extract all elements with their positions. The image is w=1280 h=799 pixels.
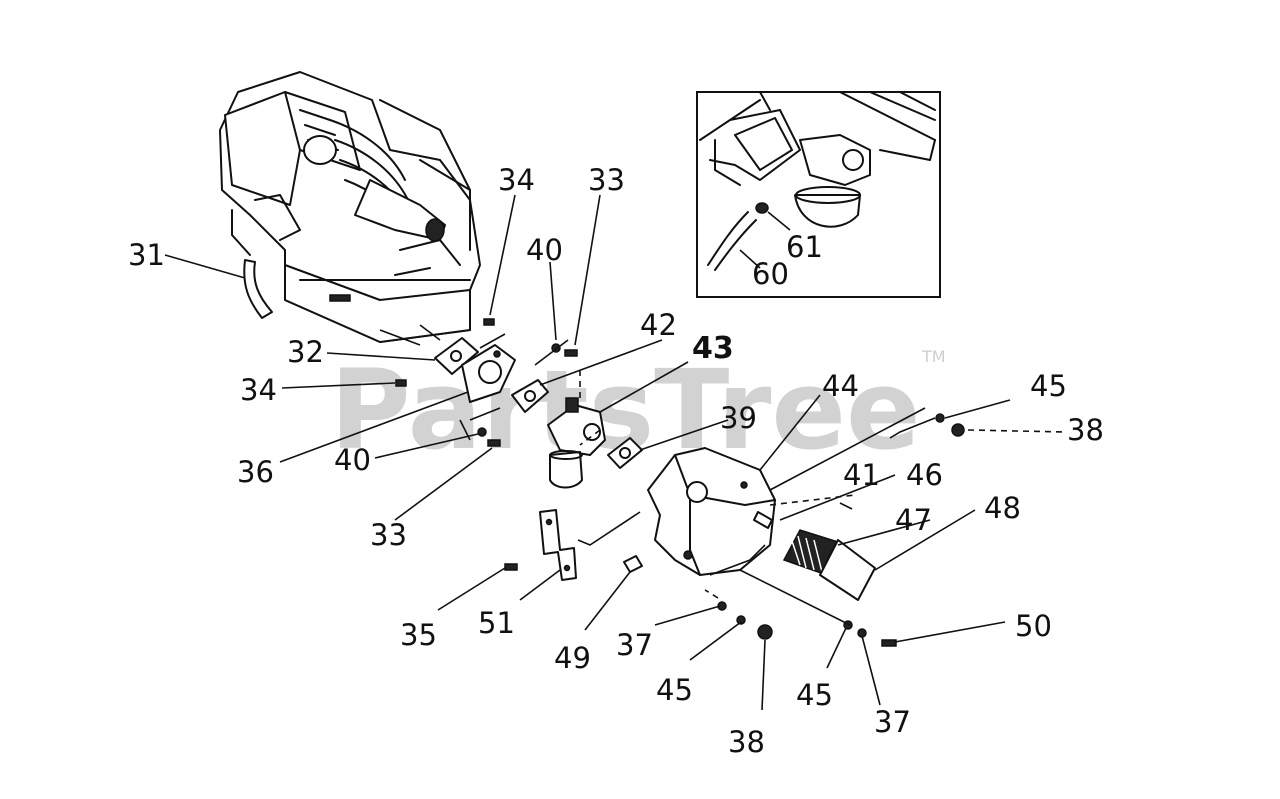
callout-46: 46: [906, 458, 943, 492]
engine-block: [219, 71, 481, 343]
callout-36: 36: [237, 455, 274, 489]
callout-40-top: 40: [526, 233, 563, 267]
part-34-screw-top: [483, 318, 495, 326]
callout-35: 35: [400, 618, 437, 652]
callout-43: 43: [692, 331, 734, 366]
callout-47: 47: [895, 503, 932, 537]
callout-42: 42: [640, 308, 677, 342]
part-31-breather-hose: [231, 209, 273, 319]
callout-37-right: 37: [874, 705, 911, 739]
callout-32: 32: [287, 335, 324, 369]
part-45-washer-bottom-left: [736, 615, 746, 625]
part-46-pin: [839, 502, 853, 510]
callout-labels: 31 32 33 33 34 34 35 36 37 37 38 38 39 4…: [128, 163, 1104, 759]
watermark-trademark: TM: [921, 347, 946, 366]
callout-45-bottom-right: 45: [796, 678, 833, 712]
callout-44: 44: [822, 369, 859, 403]
callout-33-bottom: 33: [370, 518, 407, 552]
callout-37-left: 37: [616, 628, 653, 662]
part-35-screw: [504, 563, 518, 571]
leader-lines: [164, 194, 1011, 711]
callout-50: 50: [1015, 609, 1052, 643]
callout-45-bottom-left: 45: [656, 673, 693, 707]
part-49-nut: [623, 555, 643, 573]
part-43-carburetor: [547, 397, 606, 489]
part-61-clamp: [755, 202, 769, 214]
part-41-clip: [753, 511, 773, 529]
part-38-nut-right: [951, 423, 965, 437]
inset-detail-box: [696, 91, 941, 298]
callout-40-bottom: 40: [334, 443, 371, 477]
callout-38-right: 38: [1067, 413, 1104, 447]
callout-41: 41: [843, 458, 880, 492]
callout-48: 48: [984, 491, 1021, 525]
callout-61: 61: [786, 230, 823, 264]
hardware: [395, 318, 965, 647]
part-40-washer-bottom: [477, 427, 487, 437]
part-48-cover: [819, 539, 876, 601]
callout-31: 31: [128, 238, 165, 272]
part-34-screw-left: [395, 379, 407, 387]
part-44-air-cleaner-base: [647, 447, 776, 576]
part-51-bracket: [539, 509, 577, 581]
callout-33-top: 33: [588, 163, 625, 197]
callout-39: 39: [720, 401, 757, 435]
callout-38-bottom: 38: [728, 725, 765, 759]
part-33-screw-top: [564, 349, 578, 357]
callout-45-right: 45: [1030, 369, 1067, 403]
callout-49: 49: [554, 641, 591, 675]
part-33-screw-bottom: [487, 439, 501, 447]
part-60-fuel-line: [707, 211, 757, 271]
part-32-gasket: [434, 337, 479, 375]
part-50-screw: [881, 639, 897, 647]
callout-51: 51: [478, 606, 515, 640]
callout-60: 60: [752, 257, 789, 291]
part-37-washer-right: [857, 628, 867, 638]
callout-34-left: 34: [240, 373, 277, 407]
callout-34-top: 34: [498, 163, 535, 197]
part-38-nut-bottom: [757, 624, 773, 640]
part-36-spacer: [461, 344, 516, 403]
part-45-washer-right: [935, 413, 945, 423]
part-42-gasket: [511, 379, 549, 413]
